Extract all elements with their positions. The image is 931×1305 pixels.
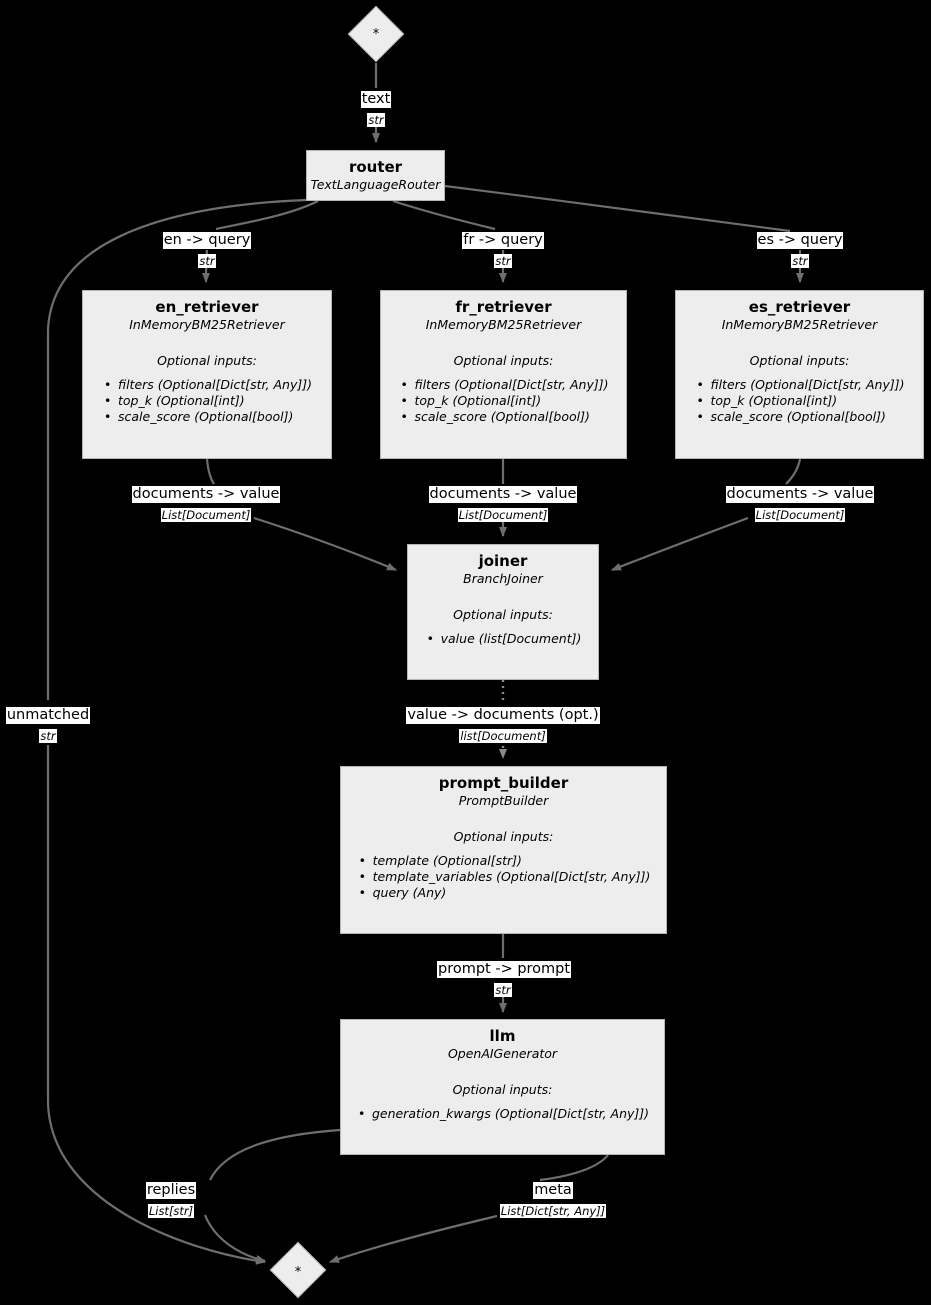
edge-label-es-documents: documents -> value List[Document]	[720, 483, 880, 523]
node-en-retriever[interactable]: en_retriever InMemoryBM25Retriever Optio…	[82, 290, 332, 459]
list-item: template (Optional[str])	[357, 853, 651, 869]
node-es-retriever[interactable]: es_retriever InMemoryBM25Retriever Optio…	[675, 290, 924, 459]
node-llm-optional-list: generation_kwargs (Optional[Dict[str, An…	[356, 1106, 649, 1122]
edge-label-name: prompt -> prompt	[437, 961, 572, 978]
edge-label-unmatched: unmatched str	[0, 704, 98, 744]
node-en-retriever-optional-list: filters (Optional[Dict[str, Any]]) top_k…	[102, 377, 312, 425]
list-item: value (list[Document])	[425, 631, 582, 647]
edge-es-joiner-a	[785, 458, 802, 485]
node-fr-retriever-optional-header: Optional inputs:	[453, 353, 554, 368]
node-en-retriever-optional-header: Optional inputs:	[157, 353, 257, 368]
node-es-retriever-name: es_retriever	[748, 298, 851, 316]
edge-router-es-a	[444, 184, 791, 233]
edge-label-fr-query: fr -> query str	[433, 229, 573, 269]
list-item: scale_score (Optional[bool])	[695, 409, 905, 425]
edge-label-name: text	[360, 91, 392, 108]
edge-label-text: text str	[326, 88, 426, 128]
node-joiner-name: joiner	[478, 552, 528, 570]
edge-label-datatype: str	[791, 254, 809, 268]
edge-llm-replies	[203, 1214, 266, 1263]
edge-en-joiner-a	[205, 458, 215, 485]
edge-label-datatype: List[Document]	[160, 508, 252, 522]
edge-label-name: value -> documents (opt.)	[406, 707, 600, 724]
node-prompt-builder-name: prompt_builder	[438, 774, 569, 792]
edge-es-joiner	[611, 516, 749, 572]
node-fr-retriever-type: InMemoryBM25Retriever	[425, 317, 582, 332]
edge-label-name: documents -> value	[131, 486, 281, 503]
node-prompt-builder-optional-header: Optional inputs:	[453, 829, 554, 844]
node-router[interactable]: router TextLanguageRouter	[306, 150, 445, 201]
node-prompt-builder[interactable]: prompt_builder PromptBuilder Optional in…	[340, 766, 667, 934]
node-fr-retriever[interactable]: fr_retriever InMemoryBM25Retriever Optio…	[380, 290, 627, 459]
node-joiner-type: BranchJoiner	[463, 571, 543, 586]
edge-llm-meta-a	[539, 1154, 609, 1182]
edge-label-datatype: str	[494, 983, 512, 997]
edge-label-name: meta	[533, 1182, 573, 1199]
list-item: generation_kwargs (Optional[Dict[str, An…	[356, 1106, 649, 1122]
node-router-type: TextLanguageRouter	[310, 177, 441, 192]
edge-label-name: documents -> value	[725, 486, 875, 503]
node-router-name: router	[348, 158, 403, 176]
list-item: filters (Optional[Dict[str, Any]])	[399, 377, 608, 393]
edge-label-datatype: str	[494, 254, 512, 268]
node-joiner[interactable]: joiner BranchJoiner Optional inputs: val…	[407, 544, 599, 680]
edge-label-meta: meta List[Dict[str, Any]]	[494, 1179, 612, 1219]
edge-label-replies: replies List[str]	[141, 1179, 201, 1219]
node-en-retriever-type: InMemoryBM25Retriever	[129, 317, 285, 332]
list-item: template_variables (Optional[Dict[str, A…	[357, 869, 651, 885]
input-node-label: *	[372, 27, 380, 42]
edge-label-datatype: List[Document]	[457, 508, 549, 522]
pipeline-output-node[interactable]: *	[269, 1241, 327, 1299]
edge-label-name: es -> query	[756, 232, 844, 249]
edge-label-en-query: en -> query str	[137, 229, 277, 269]
list-item: top_k (Optional[int])	[102, 393, 312, 409]
edge-label-datatype: List[Document]	[754, 508, 846, 522]
edge-label-datatype: List[str]	[147, 1204, 195, 1218]
edge-label-name: unmatched	[5, 707, 91, 724]
edge-label-datatype: str	[367, 113, 385, 127]
list-item: top_k (Optional[int])	[695, 393, 905, 409]
edge-label-joiner-prompt: value -> documents (opt.) list[Document]	[405, 704, 601, 744]
list-item: query (Any)	[357, 885, 651, 901]
node-llm[interactable]: llm OpenAIGenerator Optional inputs: gen…	[340, 1019, 665, 1155]
node-es-retriever-optional-header: Optional inputs:	[749, 353, 850, 368]
edge-label-fr-documents: documents -> value List[Document]	[423, 483, 583, 523]
node-fr-retriever-name: fr_retriever	[455, 298, 552, 316]
node-llm-name: llm	[489, 1027, 516, 1045]
node-en-retriever-name: en_retriever	[155, 298, 259, 316]
output-node-label: *	[294, 1265, 302, 1280]
edge-label-datatype: str	[198, 254, 216, 268]
pipeline-input-node[interactable]: *	[347, 5, 405, 63]
list-item: scale_score (Optional[bool])	[102, 409, 312, 425]
edge-llm-replies-a	[209, 1128, 341, 1181]
node-joiner-optional-header: Optional inputs:	[453, 607, 553, 622]
node-prompt-builder-type: PromptBuilder	[458, 793, 549, 808]
edge-label-name: en -> query	[162, 232, 252, 249]
list-item: scale_score (Optional[bool])	[399, 409, 609, 425]
node-prompt-builder-optional-list: template (Optional[str]) template_variab…	[357, 853, 651, 901]
node-joiner-optional-list: value (list[Document])	[425, 631, 582, 647]
edge-en-joiner	[253, 516, 397, 572]
edge-router-fr-a	[392, 199, 496, 231]
node-es-retriever-type: InMemoryBM25Retriever	[721, 317, 878, 332]
edge-llm-meta	[329, 1214, 498, 1264]
list-item: top_k (Optional[int])	[399, 393, 609, 409]
edge-label-datatype: str	[39, 729, 57, 743]
edge-label-prompt-llm: prompt -> prompt str	[437, 958, 572, 998]
edge-label-es-query: es -> query str	[730, 229, 870, 269]
edge-label-en-documents: documents -> value List[Document]	[126, 483, 286, 523]
node-llm-type: OpenAIGenerator	[447, 1046, 558, 1061]
edge-label-name: fr -> query	[462, 232, 544, 249]
list-item: filters (Optional[Dict[str, Any]])	[102, 377, 312, 393]
node-llm-optional-header: Optional inputs:	[452, 1082, 553, 1097]
edge-label-datatype: list[Document]	[459, 729, 547, 743]
edge-label-datatype: List[Dict[str, Any]]	[499, 1204, 607, 1218]
node-fr-retriever-optional-list: filters (Optional[Dict[str, Any]]) top_k…	[399, 377, 609, 425]
node-es-retriever-optional-list: filters (Optional[Dict[str, Any]]) top_k…	[695, 377, 905, 425]
edge-label-name: documents -> value	[428, 486, 578, 503]
edge-label-name: replies	[145, 1182, 197, 1199]
edge-router-en-a	[215, 200, 319, 231]
list-item: filters (Optional[Dict[str, Any]])	[695, 377, 904, 393]
